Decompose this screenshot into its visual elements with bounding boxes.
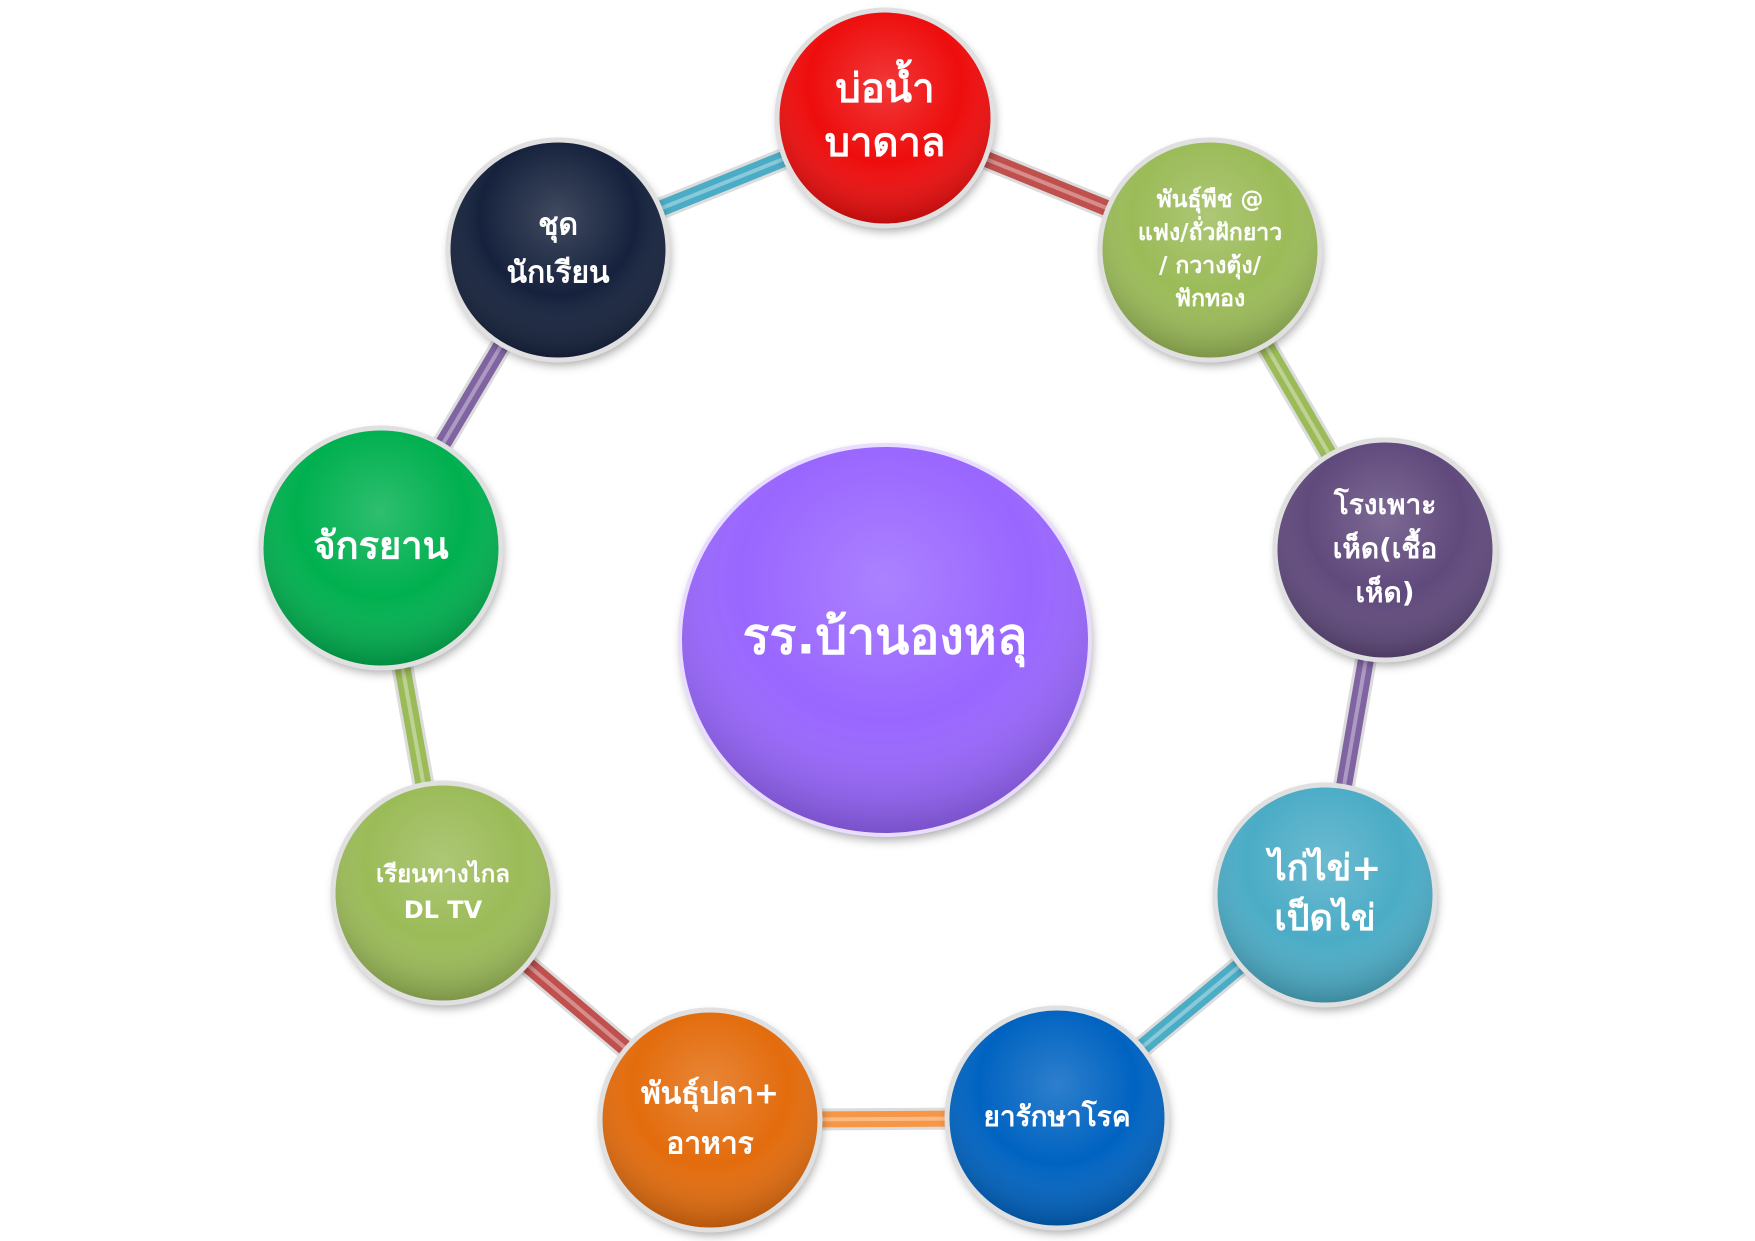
node-label-line: บ่อน้ำ <box>835 59 934 112</box>
node-label-line: พันธุ์ปลา+ <box>641 1077 779 1113</box>
node-label-line: ฟักทอง <box>1175 286 1245 312</box>
node-chicken-duck: ไก่ไข่+ เป็ดไข่ <box>1212 782 1438 1008</box>
node-rim <box>1272 437 1498 663</box>
node-label-line: DL TV <box>404 896 483 924</box>
node-label-line: / กวางตุ้ง/ <box>1159 253 1262 280</box>
node-rim <box>944 1005 1170 1231</box>
center-label: รร.บ้านองหลุ <box>743 608 1028 668</box>
node-rim <box>445 137 671 363</box>
node-label-line: เห็ด(เชื้อ <box>1333 527 1437 565</box>
node-label-line: จักรยาน <box>313 524 448 568</box>
node-label-line: ไก่ไข่+ <box>1265 846 1382 889</box>
node-rim <box>597 1007 823 1233</box>
node-rim <box>330 780 556 1006</box>
node-rim <box>1212 782 1438 1008</box>
node-label-line: แฟง/ถั่วฝักยาว <box>1138 215 1282 246</box>
node-label-line: พันธุ์พืช @ <box>1157 186 1264 214</box>
node-bicycle: จักรยาน <box>258 425 504 671</box>
node-label-line: ชุด <box>538 208 578 244</box>
node-label-line: เป็ดไข่ <box>1274 895 1375 939</box>
center-node: รร.บ้านองหลุ <box>678 443 1092 837</box>
node-rim <box>258 425 504 671</box>
center-layer: รร.บ้านองหลุ <box>678 443 1092 837</box>
node-distance-learning: เรียนทางไกล DL TV <box>330 780 556 1006</box>
node-label-line: เรียนทางไกล <box>376 859 510 888</box>
node-label-line: อาหาร <box>666 1127 754 1162</box>
node-label-line: โรงเพาะ <box>1333 487 1437 521</box>
node-rim <box>1097 137 1323 363</box>
node-medicine: ยารักษาโรค <box>944 1005 1170 1231</box>
node-label-line: นักเรียน <box>506 256 610 291</box>
node-label-line: เห็ด) <box>1355 575 1414 609</box>
node-fish: พันธุ์ปลา+ อาหาร <box>597 1007 823 1233</box>
node-uniform: ชุดนักเรียน <box>445 137 671 363</box>
node-label-line: บาดาล <box>825 120 946 166</box>
node-label-line: ยารักษาโรค <box>983 1099 1130 1133</box>
node-rim <box>774 7 996 229</box>
node-plant-seeds: พันธุ์พืช @แฟง/ถั่วฝักยาว / กวางตุ้ง/ฟักท… <box>1097 137 1323 363</box>
